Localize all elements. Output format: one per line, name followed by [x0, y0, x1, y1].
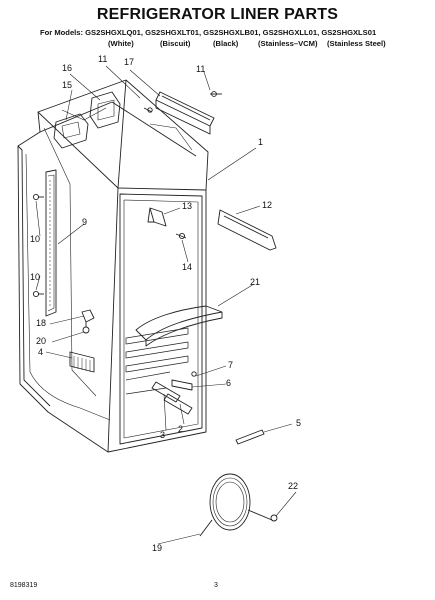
label-5: 5	[296, 418, 302, 428]
label-2: 2	[178, 424, 184, 434]
label-22: 22	[288, 481, 299, 491]
part-19-tube	[199, 473, 273, 537]
label-10-upper: 10	[30, 234, 41, 244]
label-19: 19	[152, 543, 163, 553]
part-5-tie	[235, 429, 265, 445]
finish-stainless-steel: (Stainless Steel)	[327, 39, 386, 48]
label-3: 3	[160, 430, 166, 440]
part-12-bracket	[217, 209, 277, 251]
finish-white: (White)	[108, 39, 134, 48]
part-17-top-bracket	[155, 91, 215, 135]
label-10-lower: 10	[30, 272, 41, 282]
part-4-vent	[69, 351, 95, 373]
part-10-screws	[32, 193, 44, 298]
leader-lines	[35, 65, 297, 545]
label-16: 16	[62, 63, 73, 73]
part-3-support	[151, 381, 181, 403]
label-18: 18	[36, 318, 47, 328]
shelf-rails	[125, 327, 189, 395]
part-22-fitting	[270, 514, 278, 522]
label-11-left: 11	[98, 54, 108, 64]
page-title: REFRIGERATOR LINER PARTS	[96, 6, 339, 23]
label-21: 21	[250, 277, 261, 287]
part-11-screw-left	[143, 107, 153, 113]
label-4: 4	[38, 347, 44, 357]
document-number: 8198319	[10, 582, 38, 589]
label-7: 7	[228, 360, 234, 370]
part-16-housing	[89, 91, 121, 129]
part-13-bracket	[147, 207, 167, 227]
part-9-strip	[45, 169, 57, 317]
part-11-screw-right	[210, 91, 222, 97]
label-9: 9	[82, 217, 88, 227]
label-17: 17	[124, 57, 135, 67]
finish-black: (Black)	[213, 39, 239, 48]
label-11-right: 11	[196, 64, 206, 74]
label-6: 6	[226, 378, 232, 388]
finish-stainless-vcm: (Stainless–VCM)	[258, 39, 318, 48]
finish-biscuit: (Biscuit)	[160, 39, 191, 48]
label-13: 13	[182, 201, 193, 211]
label-14: 14	[182, 262, 193, 272]
part-6-7-pin	[171, 371, 197, 391]
part-18-20-socket	[81, 309, 95, 334]
part-15-control	[53, 113, 89, 149]
liner-body	[17, 79, 209, 453]
page-number: 3	[214, 582, 218, 589]
label-20: 20	[36, 336, 47, 346]
label-1: 1	[258, 137, 264, 147]
part-2-support	[163, 393, 193, 415]
label-12: 12	[262, 200, 273, 210]
label-15: 15	[62, 80, 73, 90]
model-list: For Models: GS2SHGXLQ01, GS2SHGXLT01, GS…	[40, 28, 377, 37]
part-14-screw	[175, 232, 187, 240]
